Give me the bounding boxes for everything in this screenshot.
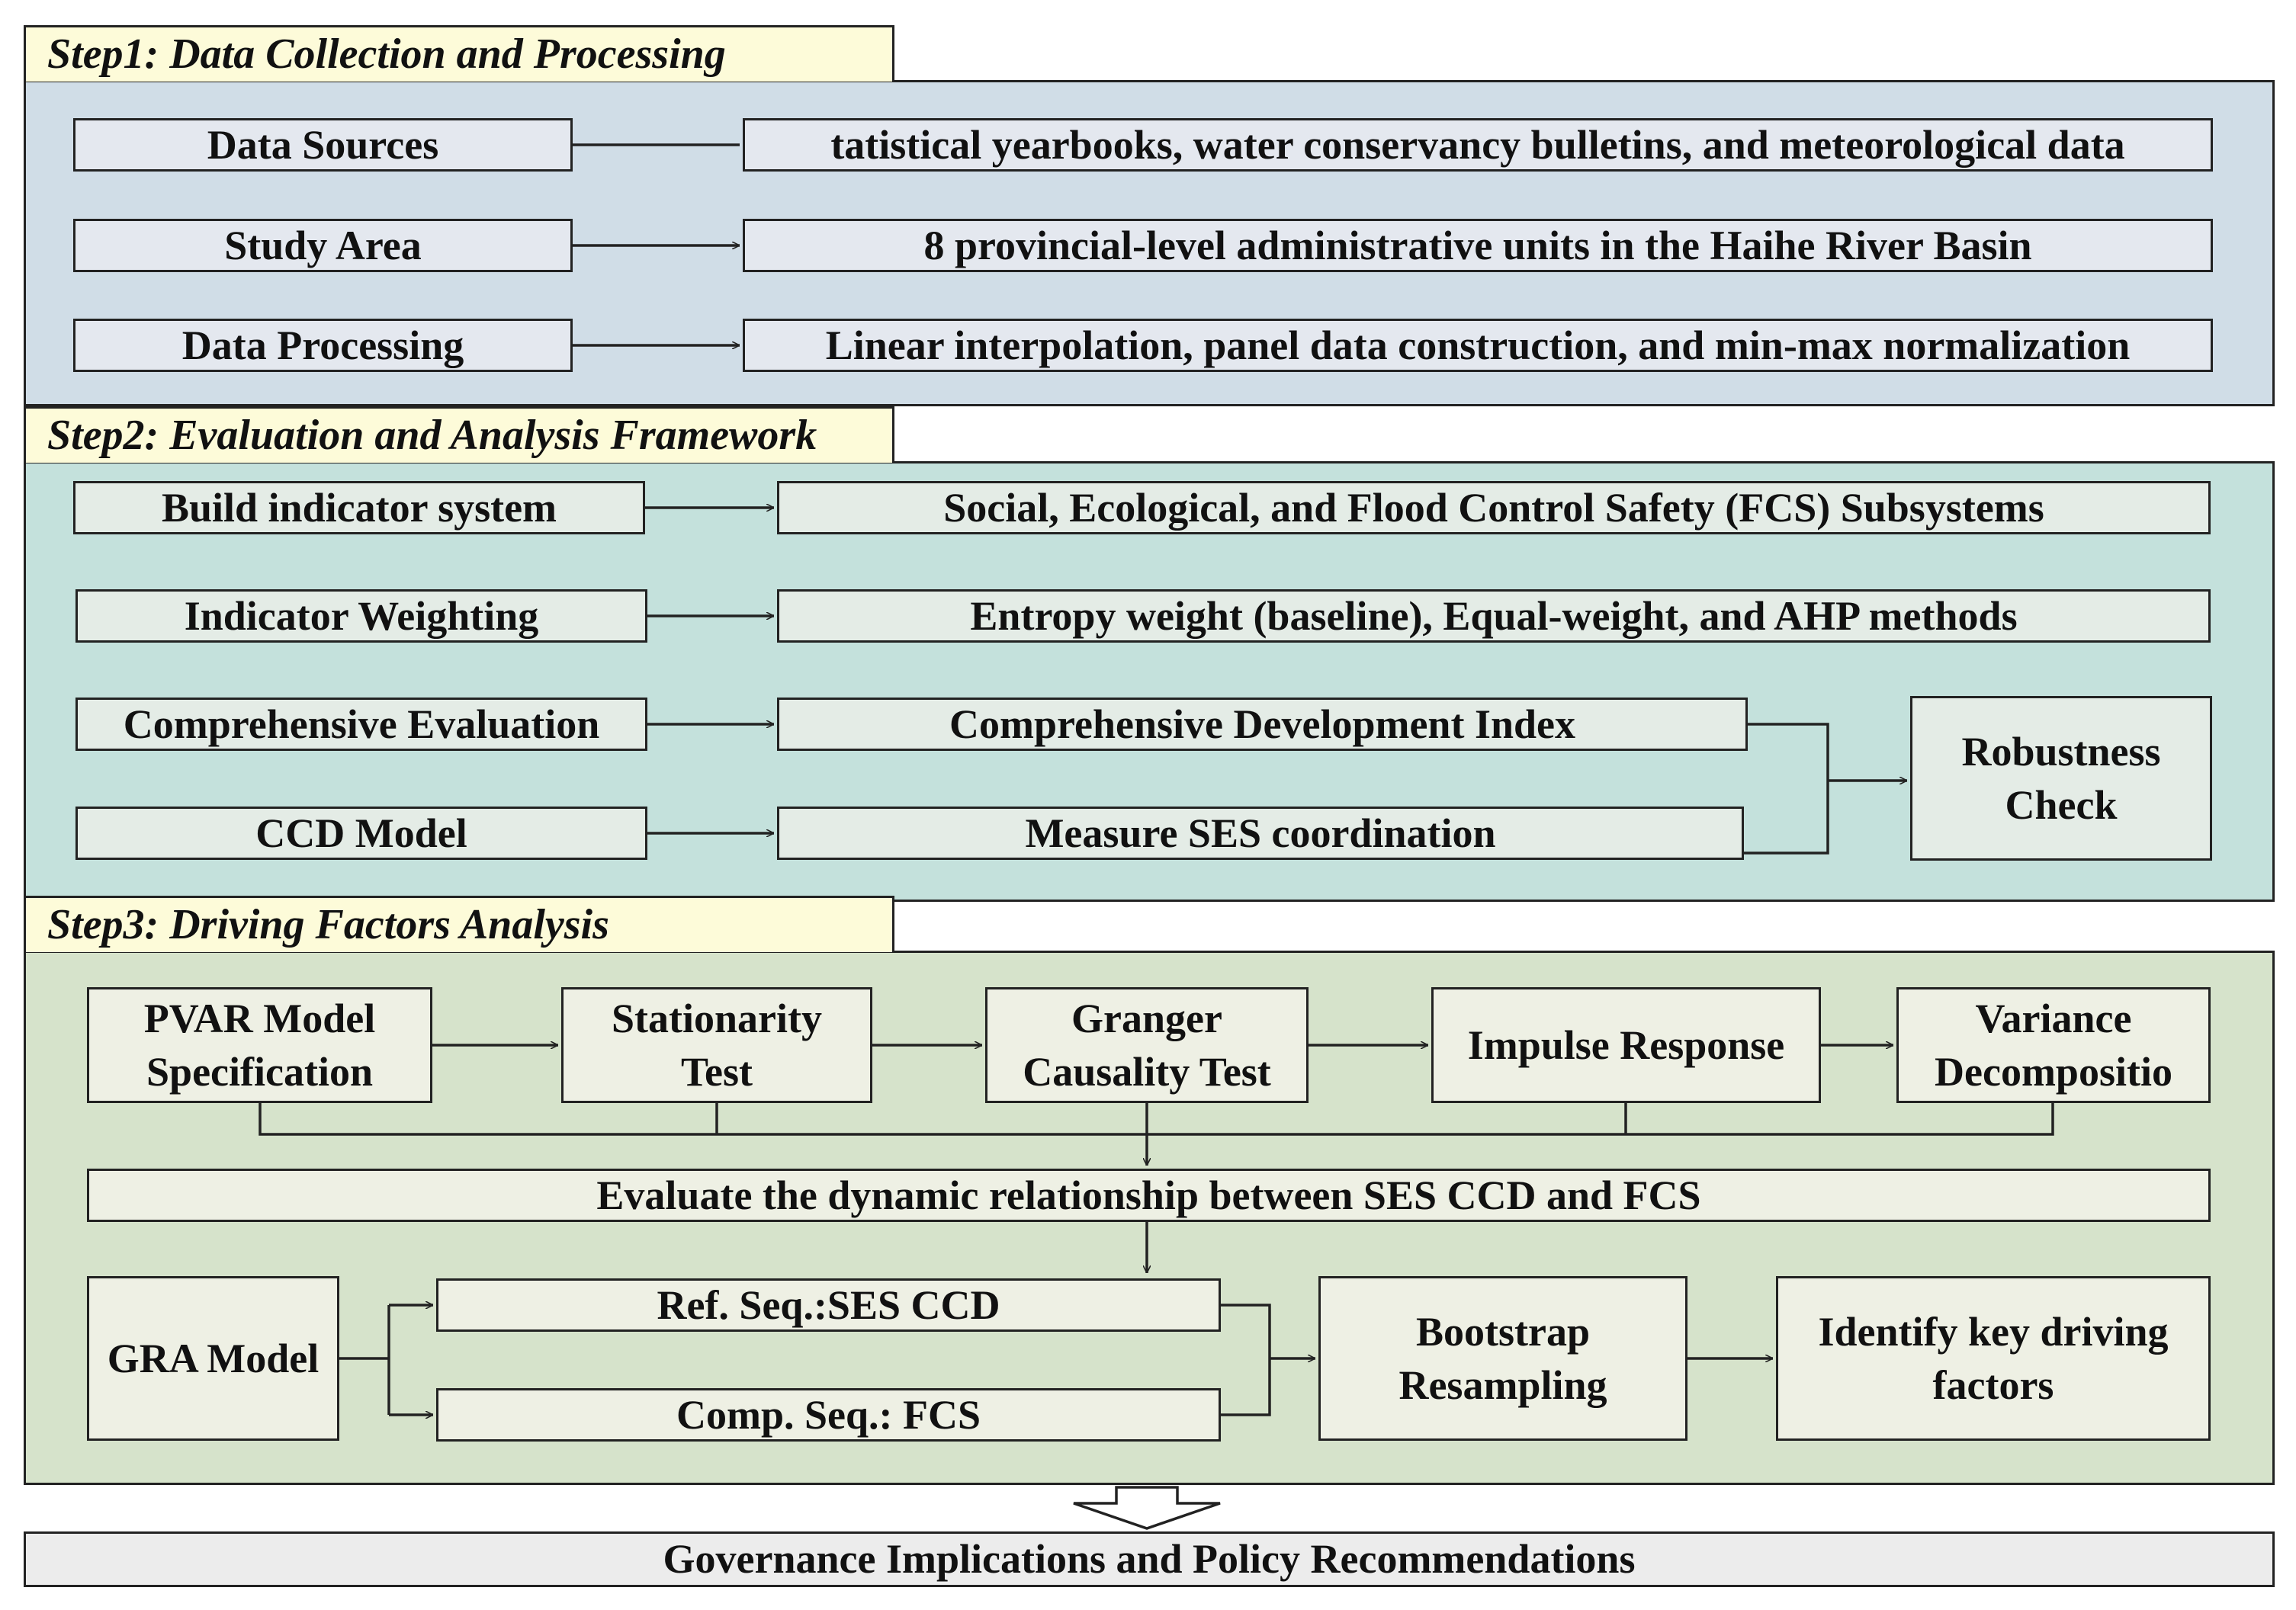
evaluate-relationship-box: Evaluate the dynamic relationship betwee…	[87, 1169, 2211, 1222]
weighting-methods-box: Entropy weight (baseline), Equal-weight,…	[777, 589, 2211, 643]
stationarity-test-box: Stationarity Test	[561, 987, 872, 1103]
ses-coordination-box: Measure SES coordination	[777, 807, 1744, 860]
impulse-response-box: Impulse Response	[1431, 987, 1821, 1103]
bootstrap-resampling-box: Bootstrap Resampling	[1318, 1276, 1687, 1441]
pvar-specification-box: PVAR Model Specification	[87, 987, 432, 1103]
granger-causality-box: Granger Causality Test	[985, 987, 1309, 1103]
data-sources-box: Data Sources	[73, 118, 573, 172]
ccd-model-box: CCD Model	[75, 807, 647, 860]
indicator-weighting-box: Indicator Weighting	[75, 589, 647, 643]
variance-decomposition-box: Variance Decompositio	[1896, 987, 2211, 1103]
down-arrow-icon	[1073, 1486, 1221, 1530]
step3-title: Step3: Driving Factors Analysis	[24, 896, 894, 952]
data-processing-detail-box: Linear interpolation, panel data constru…	[743, 319, 2213, 372]
gra-model-box: GRA Model	[87, 1276, 339, 1441]
study-area-box: Study Area	[73, 219, 573, 272]
subsystems-box: Social, Ecological, and Flood Control Sa…	[777, 481, 2211, 534]
study-area-detail-box: 8 provincial-level administrative units …	[743, 219, 2213, 272]
step2-title: Step2: Evaluation and Analysis Framework	[24, 406, 894, 463]
ref-seq-box: Ref. Seq.:SES CCD	[436, 1278, 1221, 1332]
comprehensive-evaluation-box: Comprehensive Evaluation	[75, 698, 647, 751]
data-processing-box: Data Processing	[73, 319, 573, 372]
step1-title: Step1: Data Collection and Processing	[24, 25, 894, 82]
identify-factors-box: Identify key driving factors	[1776, 1276, 2211, 1441]
comp-seq-box: Comp. Seq.: FCS	[436, 1388, 1221, 1442]
governance-box: Governance Implications and Policy Recom…	[24, 1531, 2275, 1587]
development-index-box: Comprehensive Development Index	[777, 698, 1748, 751]
data-sources-detail-box: tatistical yearbooks, water conservancy …	[743, 118, 2213, 172]
build-indicator-box: Build indicator system	[73, 481, 645, 534]
robustness-check-box: Robustness Check	[1910, 696, 2212, 861]
